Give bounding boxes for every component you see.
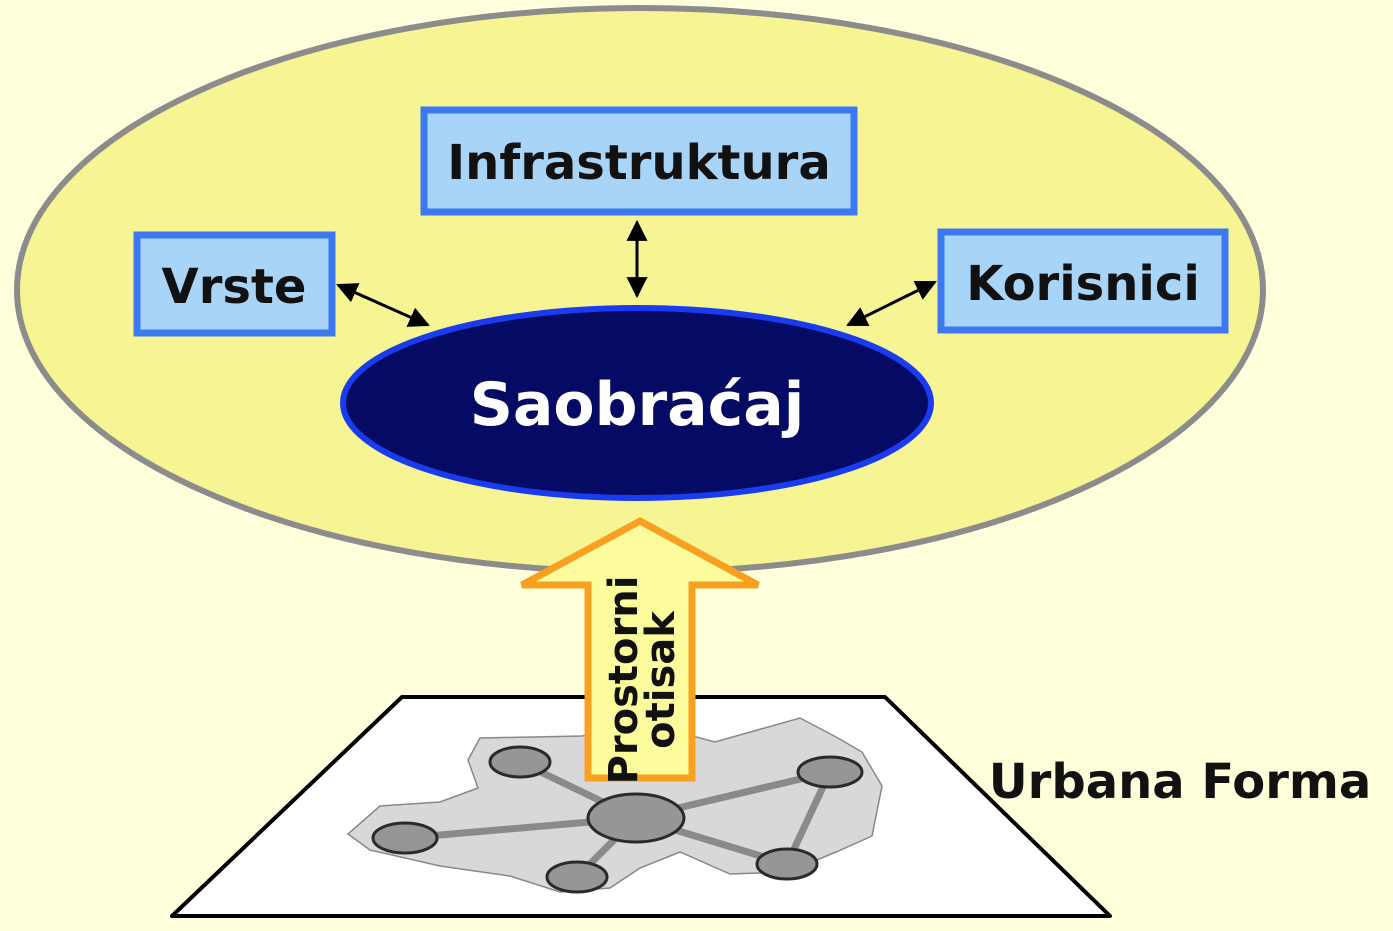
network-node (755, 847, 819, 881)
infrastructure-box (420, 106, 858, 216)
users-label: Korisnici (966, 256, 1200, 312)
types-box (133, 231, 336, 337)
traffic-ellipse (340, 305, 934, 501)
network-nodes (371, 745, 864, 894)
arrow-types-traffic (336, 283, 430, 327)
arrow-users-traffic (846, 280, 937, 327)
network-node (545, 860, 609, 894)
spatial-footprint-label-line2: otisak (638, 610, 684, 749)
traffic-label: Saobraćaj (470, 370, 805, 440)
network-node (371, 821, 439, 855)
spatial-footprint-label: Prostorni otisak (601, 576, 684, 785)
spatial-footprint-label-line1: Prostorni (601, 576, 647, 785)
infrastructure-label: Infrastruktura (447, 135, 830, 191)
network-node (488, 745, 552, 779)
network-node (796, 755, 864, 789)
network-node-hub (586, 792, 686, 844)
types-label: Vrste (162, 259, 307, 315)
urban-form-label: Urbana Forma (989, 754, 1372, 810)
users-box (937, 228, 1229, 334)
spatial-footprint-arrow (520, 517, 760, 782)
